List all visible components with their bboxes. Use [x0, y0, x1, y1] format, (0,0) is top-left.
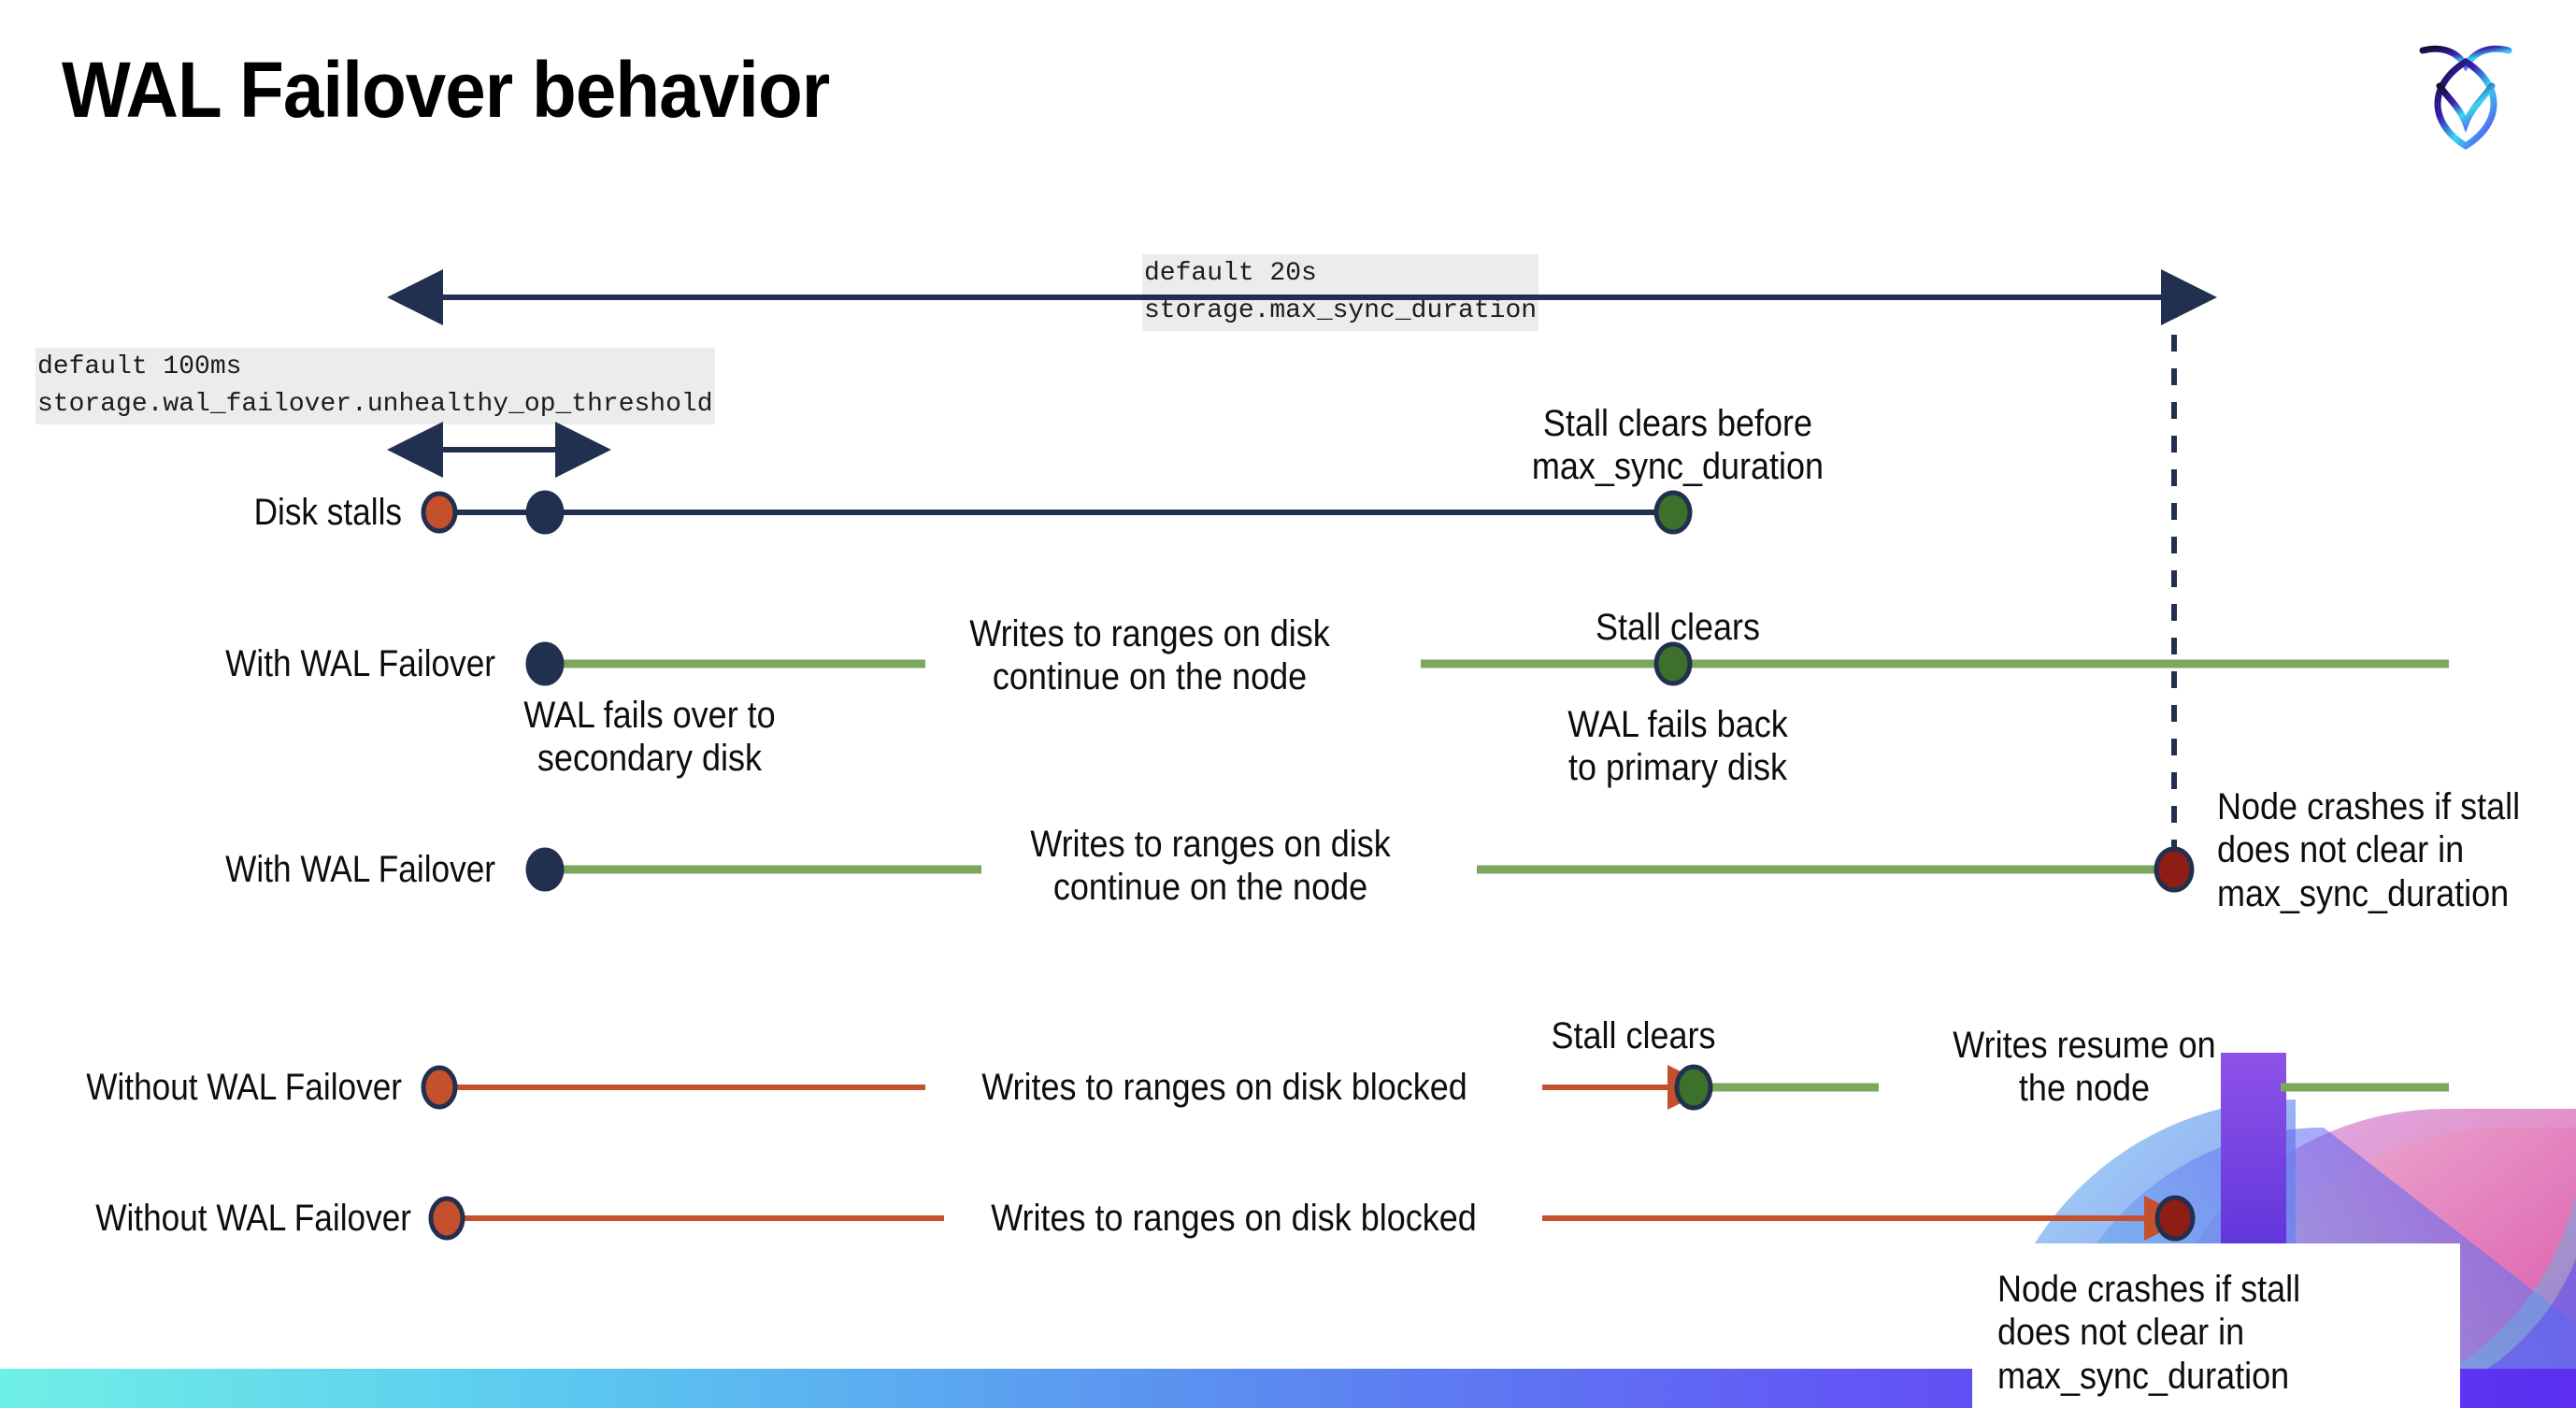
row-label-with-wal-failover-2: With WAL Failover	[225, 849, 495, 890]
row-label-without-wal-failover-1: Without WAL Failover	[86, 1067, 403, 1108]
annotation-writes-blocked-1: Writes to ranges on disk blocked	[981, 1067, 1467, 1108]
dark-red-dot-node-crash	[2154, 846, 2195, 893]
navy-dot-failover	[525, 641, 565, 686]
annotation-stall-clears-a: Stall clears	[1595, 607, 1761, 648]
row-without-wal-failover-2-timeline	[428, 1195, 2196, 1242]
setting-name: storage.wal_failover.unhealthy_op_thresh…	[37, 389, 713, 419]
setting-default-value: default 100ms	[37, 352, 242, 381]
annotation-node-crashes-1: Node crashes if stall does not clear in …	[2217, 786, 2521, 914]
green-dot-stall-clear	[1653, 490, 1693, 535]
annotation-stall-clears-before: Stall clears before max_sync_duration	[1531, 403, 1825, 488]
navy-dot-failover	[525, 847, 565, 892]
row-with-wal-failover-2-timeline	[525, 846, 2195, 893]
slide-title: WAL Failover behavior	[62, 46, 830, 134]
orange-dot-stall-start	[421, 1065, 458, 1110]
row-label-without-wal-failover-2: Without WAL Failover	[95, 1198, 411, 1239]
row-disk-stalls-timeline	[421, 490, 1693, 535]
annotation-writes-continue-1: Writes to ranges on disk continue on the…	[969, 613, 1330, 698]
orange-dot-stall-start	[421, 491, 458, 534]
annotation-node-crashes-2: Node crashes if stall does not clear in …	[1972, 1243, 2460, 1408]
green-dot-stall-clear	[1653, 641, 1693, 686]
row-label-disk-stalls: Disk stalls	[253, 492, 402, 533]
navy-dot-failover	[525, 490, 565, 535]
annotation-wal-fails-over: WAL fails over to secondary disk	[523, 695, 776, 780]
setting-unhealthy-op-threshold: default 100ms storage.wal_failover.unhea…	[36, 348, 715, 424]
row-label-with-wal-failover-1: With WAL Failover	[225, 643, 495, 684]
cockroachdb-logo-icon	[2419, 45, 2512, 151]
annotation-wal-fails-back: WAL fails back to primary disk	[1567, 704, 1788, 789]
annotation-writes-resume: Writes resume on the node	[1953, 1025, 2216, 1110]
annotation-writes-blocked-2: Writes to ranges on disk blocked	[991, 1198, 1477, 1239]
orange-dot-stall-start	[428, 1196, 465, 1241]
annotation-stall-clears-b: Stall clears	[1551, 1015, 1716, 1056]
row-without-wal-failover-1-timeline	[421, 1064, 2449, 1111]
green-dot-stall-clear	[1674, 1064, 1713, 1111]
dark-red-dot-node-crash	[2154, 1195, 2196, 1242]
annotation-writes-continue-2: Writes to ranges on disk continue on the…	[1030, 824, 1391, 909]
row-with-wal-failover-1-timeline	[525, 641, 2449, 686]
